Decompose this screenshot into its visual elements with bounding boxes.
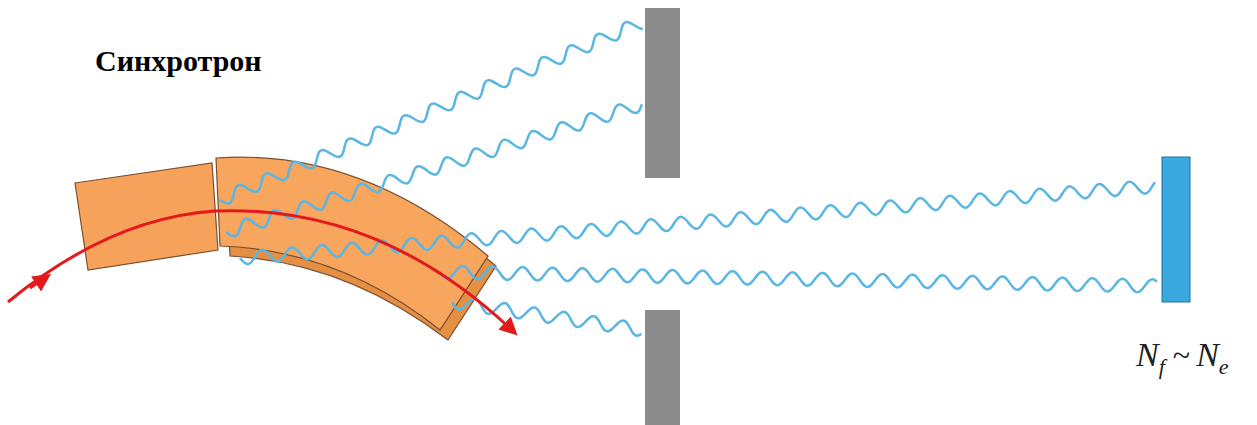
formula: Nf~Ne [1136,336,1231,374]
slit-plate [645,310,680,425]
electron-trajectory [8,211,515,333]
formula-symbol: N [1196,336,1219,374]
formula-symbol: N [1136,336,1159,374]
slit-plate [645,8,680,178]
formula-operator: ~ [1173,337,1190,374]
trajectory-arrow [30,276,48,288]
wave [226,104,642,236]
magnet-segment [75,163,218,270]
formula-subscript: f [1159,354,1165,380]
formula-subscript: e [1219,354,1229,380]
radiation-waves [220,22,1157,336]
diagram-title: Синхротрон [95,44,262,78]
detector [1162,157,1190,302]
wave [220,22,643,203]
wave [440,266,1157,292]
wave [240,182,1155,264]
